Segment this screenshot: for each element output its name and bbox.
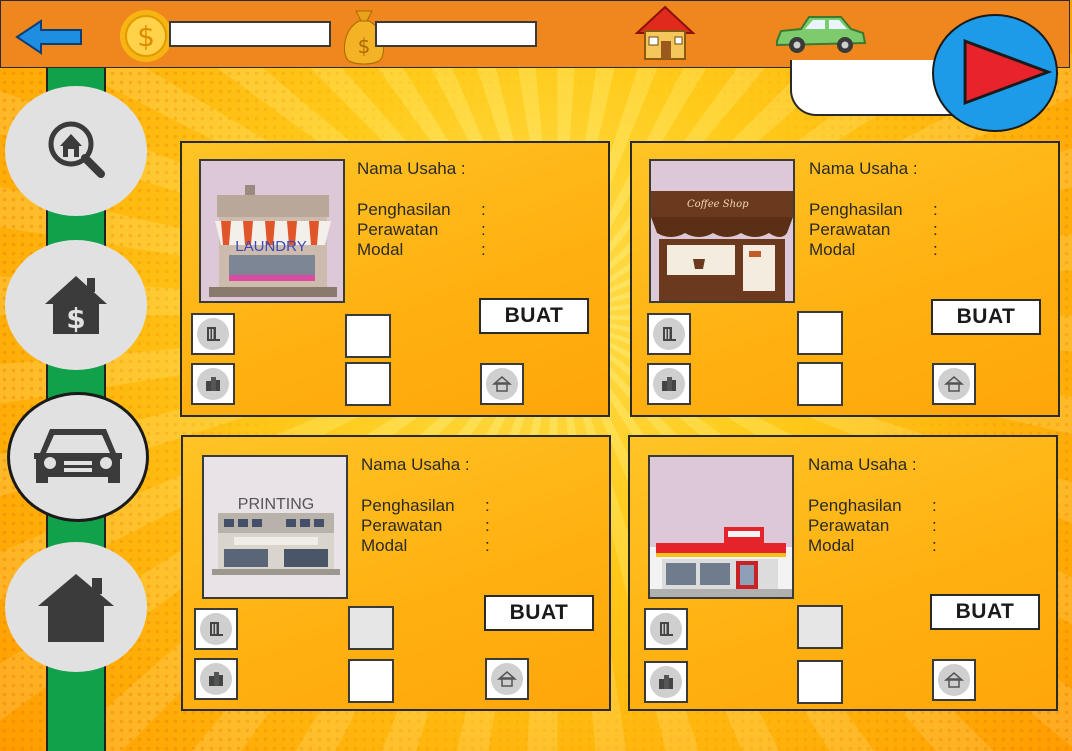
top-bar: $ $ [0,0,1070,68]
printing-shop-image: PRINTING [202,455,348,599]
car-front-icon [34,429,122,483]
home-icon [38,574,114,642]
sidebar-item-home[interactable] [5,542,147,672]
city-buildings-icon [206,377,220,391]
income-label: Penghasilan [361,496,455,515]
city-buildings-icon [662,377,676,391]
building-icon [207,327,220,341]
car-icon [776,16,867,53]
city-buildings-icon [209,672,223,686]
city-option-button[interactable] [644,661,688,703]
svg-text:$: $ [137,20,155,53]
minimarket-image [648,455,794,599]
slot-box[interactable] [345,314,391,358]
business-info: Nama Usaha : Penghasilan: Perawatan: Mod… [361,455,490,555]
maintenance-label: Perawatan [808,516,890,535]
build-button[interactable]: BUAT [931,299,1041,335]
build-button[interactable]: BUAT [484,595,594,631]
building-icon [210,622,223,636]
printing-sign: PRINTING [238,496,314,513]
money-field [169,21,331,47]
laundry-sign: LAUNDRY [235,238,306,255]
play-button[interactable] [932,14,1058,132]
income-label: Penghasilan [809,200,903,219]
play-icon [963,39,1053,106]
slot-box[interactable] [348,606,394,650]
business-card-printing: PRINTING Nama Usaha : Penghasilan: Peraw… [181,435,611,711]
slot-box[interactable] [797,362,843,406]
slot-box[interactable] [797,660,843,704]
income-label: Penghasilan [357,200,451,219]
city-buildings-icon [659,675,673,689]
capital-label: Modal [808,536,855,555]
back-arrow-icon[interactable] [15,17,85,57]
money-bag-icon: $ [343,10,385,65]
sidebar-item-search-house[interactable] [5,86,147,216]
slot-box[interactable] [797,311,843,355]
home-outline-icon [492,376,512,392]
capital-label: Modal [361,536,408,555]
business-card-minimarket: Nama Usaha : Penghasilan: Perawatan: Mod… [628,435,1058,711]
house-option-button[interactable] [932,659,976,701]
slot-box[interactable] [797,605,843,649]
coin-icon: $ [120,10,172,62]
slot-box[interactable] [345,362,391,406]
capital-label: Modal [809,240,856,259]
home-outline-icon [497,671,517,687]
coffee-shop-sign: Coffee Shop [687,199,749,210]
build-button[interactable]: BUAT [479,298,589,334]
city-option-button[interactable] [647,363,691,405]
business-card-laundry: LAUNDRY Nama Usaha : Penghasilan: Perawa… [180,141,610,417]
city-option-button[interactable] [191,363,235,405]
maintenance-label: Perawatan [361,516,443,535]
business-info: Nama Usaha : Penghasilan: Perawatan: Mod… [808,455,937,555]
building-icon [660,622,673,636]
laundry-shop-image: LAUNDRY [199,159,345,303]
maintenance-label: Perawatan [809,220,891,239]
home-outline-icon [944,672,964,688]
business-name-label: Nama Usaha : [809,159,918,178]
sidebar-item-vehicle[interactable] [7,392,149,522]
business-card-coffee-shop: Coffee Shop Nama Usaha : Penghasilan: Pe… [630,141,1060,417]
building-option-button[interactable] [194,608,238,650]
maintenance-label: Perawatan [357,220,439,239]
building-option-button[interactable] [647,313,691,355]
slot-box[interactable] [348,659,394,703]
business-info: Nama Usaha : Penghasilan: Perawatan: Mod… [809,159,938,259]
business-name-label: Nama Usaha : [808,455,917,474]
building-option-button[interactable] [191,313,235,355]
house-dollar-icon: $ [45,276,107,335]
house-search-icon [48,121,105,178]
build-button[interactable]: BUAT [930,594,1040,630]
home-outline-icon [944,376,964,392]
income-label: Penghasilan [808,496,902,515]
house-option-button[interactable] [480,363,524,405]
business-name-label: Nama Usaha : [361,455,470,474]
house-option-button[interactable] [932,363,976,405]
sidebar-item-house-income[interactable]: $ [5,240,147,370]
city-option-button[interactable] [194,658,238,700]
house-icon [634,5,696,60]
house-option-button[interactable] [485,658,529,700]
building-icon [663,327,676,341]
business-name-label: Nama Usaha : [357,159,466,178]
business-info: Nama Usaha : Penghasilan: Perawatan: Mod… [357,159,486,259]
capital-label: Modal [357,240,404,259]
savings-field [375,21,537,47]
svg-text:$: $ [358,34,371,58]
coffee-shop-image: Coffee Shop [649,159,795,303]
building-option-button[interactable] [644,608,688,650]
svg-text:$: $ [66,302,85,335]
